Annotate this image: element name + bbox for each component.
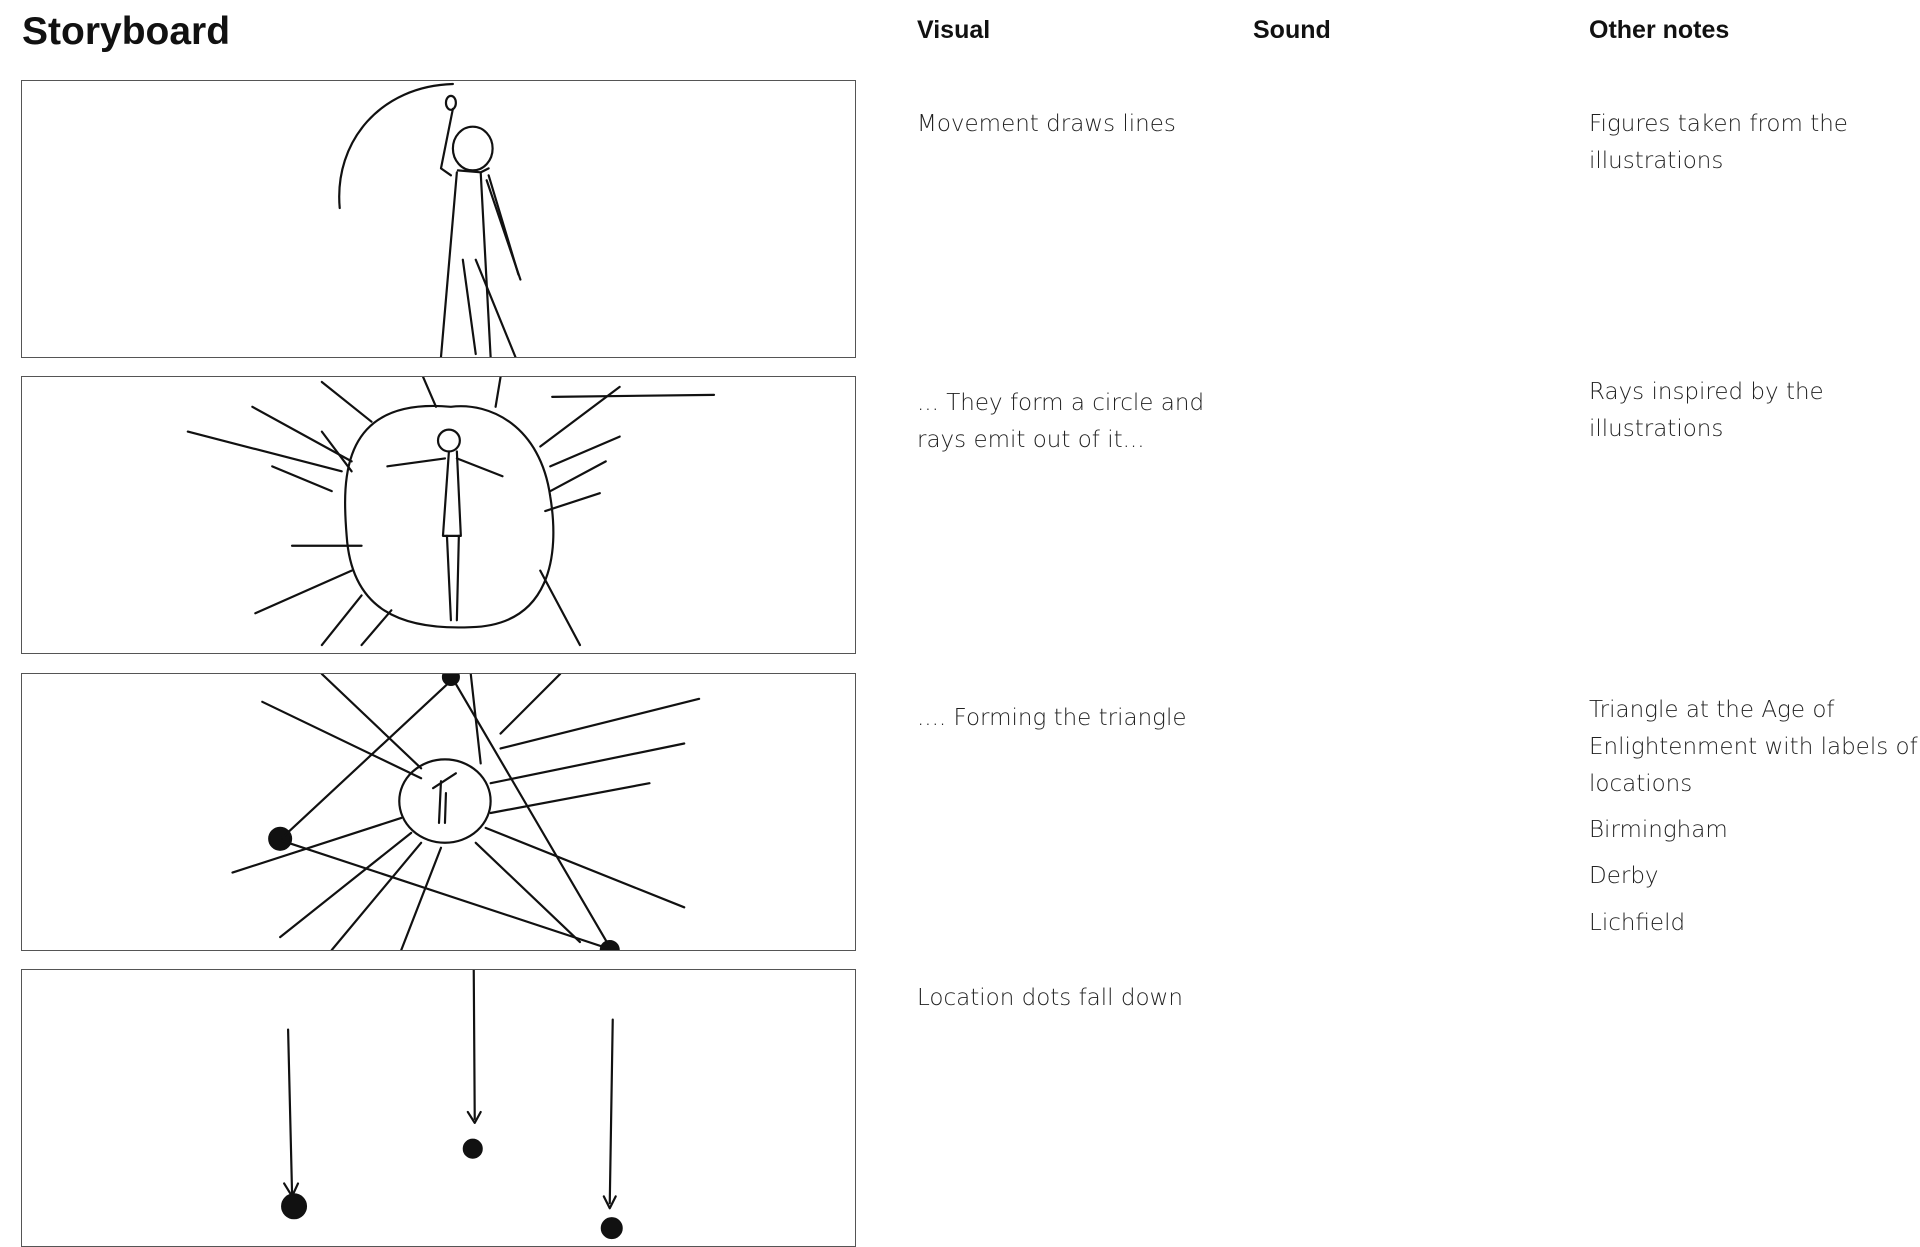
storyboard-frame-2 — [21, 376, 856, 654]
triangle-with-dots-sketch-icon — [231, 674, 701, 950]
row-1-visual-text: Movement draws lines — [917, 111, 1176, 137]
storyboard-frame-4 — [21, 969, 856, 1247]
row-2-visual-text: ... They form a circle and rays emit out… — [917, 390, 1205, 453]
falling-dots-sketch-icon — [281, 970, 623, 1240]
storyboard-frame-1 — [21, 80, 856, 358]
figure-drawing-arc-sketch-icon — [338, 82, 522, 357]
column-header-sound: Sound — [1253, 16, 1331, 44]
row-3-other-notes-text: Triangle at the Age of Enlightenment wit… — [1589, 697, 1918, 797]
row-3-location-birmingham: Birmingham — [1589, 817, 1728, 843]
page-title: Storyboard — [22, 10, 231, 53]
row-2-other-notes-text: Rays inspired by the illustrations — [1589, 379, 1824, 442]
column-header-other-notes: Other notes — [1589, 16, 1730, 44]
row-3-visual-text: .... Forming the triangle — [917, 705, 1187, 731]
column-header-visual: Visual — [917, 16, 991, 44]
row-1-other-notes-text: Figures taken from the illustrations — [1589, 111, 1848, 174]
figure-in-circle-with-rays-sketch-icon — [186, 377, 716, 647]
row-4-visual-text: Location dots fall down — [917, 985, 1183, 1011]
row-3-location-derby: Derby — [1589, 863, 1659, 889]
storyboard-frame-3 — [21, 673, 856, 951]
row-3-location-lichfield: Lichfield — [1589, 910, 1686, 936]
